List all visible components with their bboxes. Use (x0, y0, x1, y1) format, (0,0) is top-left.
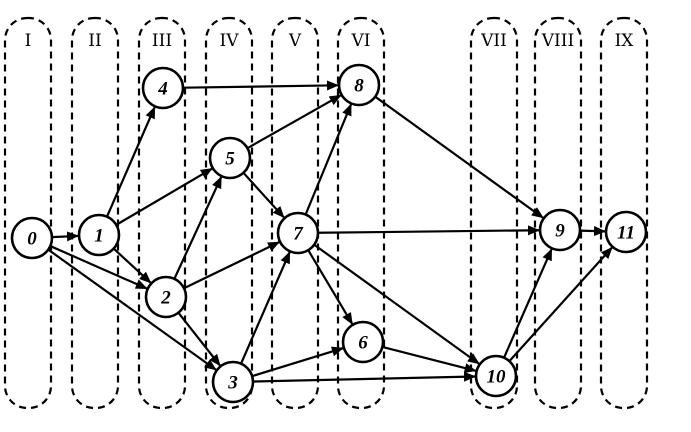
node-4: 4 (141, 66, 185, 110)
edge-3-to-7 (239, 251, 291, 365)
node-circle-4 (141, 66, 185, 110)
node-label-9: 9 (555, 221, 565, 242)
lane-ix (599, 16, 649, 410)
lane-label-iii: III (152, 31, 172, 51)
node-circle-2 (144, 275, 188, 319)
node-11: 11 (604, 210, 648, 254)
node-label-10: 10 (487, 367, 507, 388)
node-circle-9 (538, 208, 582, 252)
edge-4-to-8 (182, 80, 340, 91)
edge-7-to-9 (317, 225, 541, 236)
node-circle-8 (337, 63, 381, 107)
lane-v (270, 16, 320, 410)
lane-iv (204, 16, 254, 410)
node-circle-6 (341, 320, 385, 364)
node-circle-7 (276, 211, 320, 255)
edge-10-to-9 (503, 248, 553, 359)
edge-1-to-4 (105, 106, 156, 218)
edge-3-to-10 (252, 371, 477, 383)
edge-7-to-8 (304, 103, 353, 215)
node-7: 7 (276, 211, 320, 255)
edges-layer (47, 80, 613, 383)
lane-label-iv: IV (220, 31, 240, 51)
lane-ii (70, 16, 120, 410)
node-9: 9 (538, 208, 582, 252)
node-circle-10 (474, 354, 518, 398)
edge-2-to-3 (177, 312, 221, 367)
lane-label-ii: II (88, 31, 101, 51)
node-8: 8 (337, 63, 381, 107)
edge-8-to-9 (374, 95, 544, 219)
edge-5-to-8 (246, 94, 342, 150)
node-label-4: 4 (157, 79, 168, 100)
lane-label-ix: IX (615, 31, 635, 51)
lane-iii (137, 16, 187, 410)
edge-10-to-11 (508, 246, 613, 362)
node-label-2: 2 (160, 288, 171, 309)
edge-6-to-10 (382, 345, 477, 373)
lane-vi (336, 16, 386, 410)
lane-label-v: V (288, 31, 302, 51)
edge-7-to-10 (313, 243, 480, 365)
node-label-8: 8 (354, 76, 364, 97)
node-1: 1 (77, 213, 121, 257)
lane-vii (469, 16, 519, 410)
node-3: 3 (211, 360, 255, 404)
node-6: 6 (341, 320, 385, 364)
lane-label-vii: VII (480, 31, 507, 51)
node-2: 2 (144, 275, 188, 319)
node-label-6: 6 (358, 333, 368, 354)
lane-i (3, 16, 53, 410)
node-circle-3 (211, 360, 255, 404)
node-circle-11 (604, 210, 648, 254)
node-circle-0 (10, 216, 54, 260)
node-0: 0 (10, 216, 54, 260)
node-circle-1 (77, 213, 121, 257)
edge-3-to-6 (251, 346, 344, 378)
node-10: 10 (474, 354, 518, 398)
node-label-1: 1 (94, 226, 104, 247)
lane-label-vi: VI (351, 31, 371, 51)
edge-7-to-6 (307, 249, 354, 325)
node-label-11: 11 (617, 223, 635, 244)
edge-0-to-2 (49, 245, 148, 290)
edge-1-to-5 (115, 167, 213, 226)
edge-0-to-3 (47, 248, 217, 371)
node-label-3: 3 (227, 373, 238, 394)
edge-2-to-7 (183, 241, 281, 290)
edge-1-to-2 (112, 247, 152, 284)
edge-9-to-11 (579, 226, 607, 237)
node-circle-5 (208, 136, 252, 180)
lane-label-i: I (25, 31, 32, 51)
node-label-5: 5 (225, 149, 235, 170)
edge-2-to-5 (173, 176, 223, 280)
edge-5-to-7 (242, 172, 285, 219)
nodes-layer: 0 1 2 3 4 5 6 7 8 9 10 11 (10, 63, 648, 404)
node-5: 5 (208, 136, 252, 180)
node-label-7: 7 (293, 224, 304, 245)
node-label-0: 0 (27, 229, 37, 250)
edge-0-to-1 (51, 231, 80, 242)
lane-label-viii: VIII (541, 31, 574, 51)
